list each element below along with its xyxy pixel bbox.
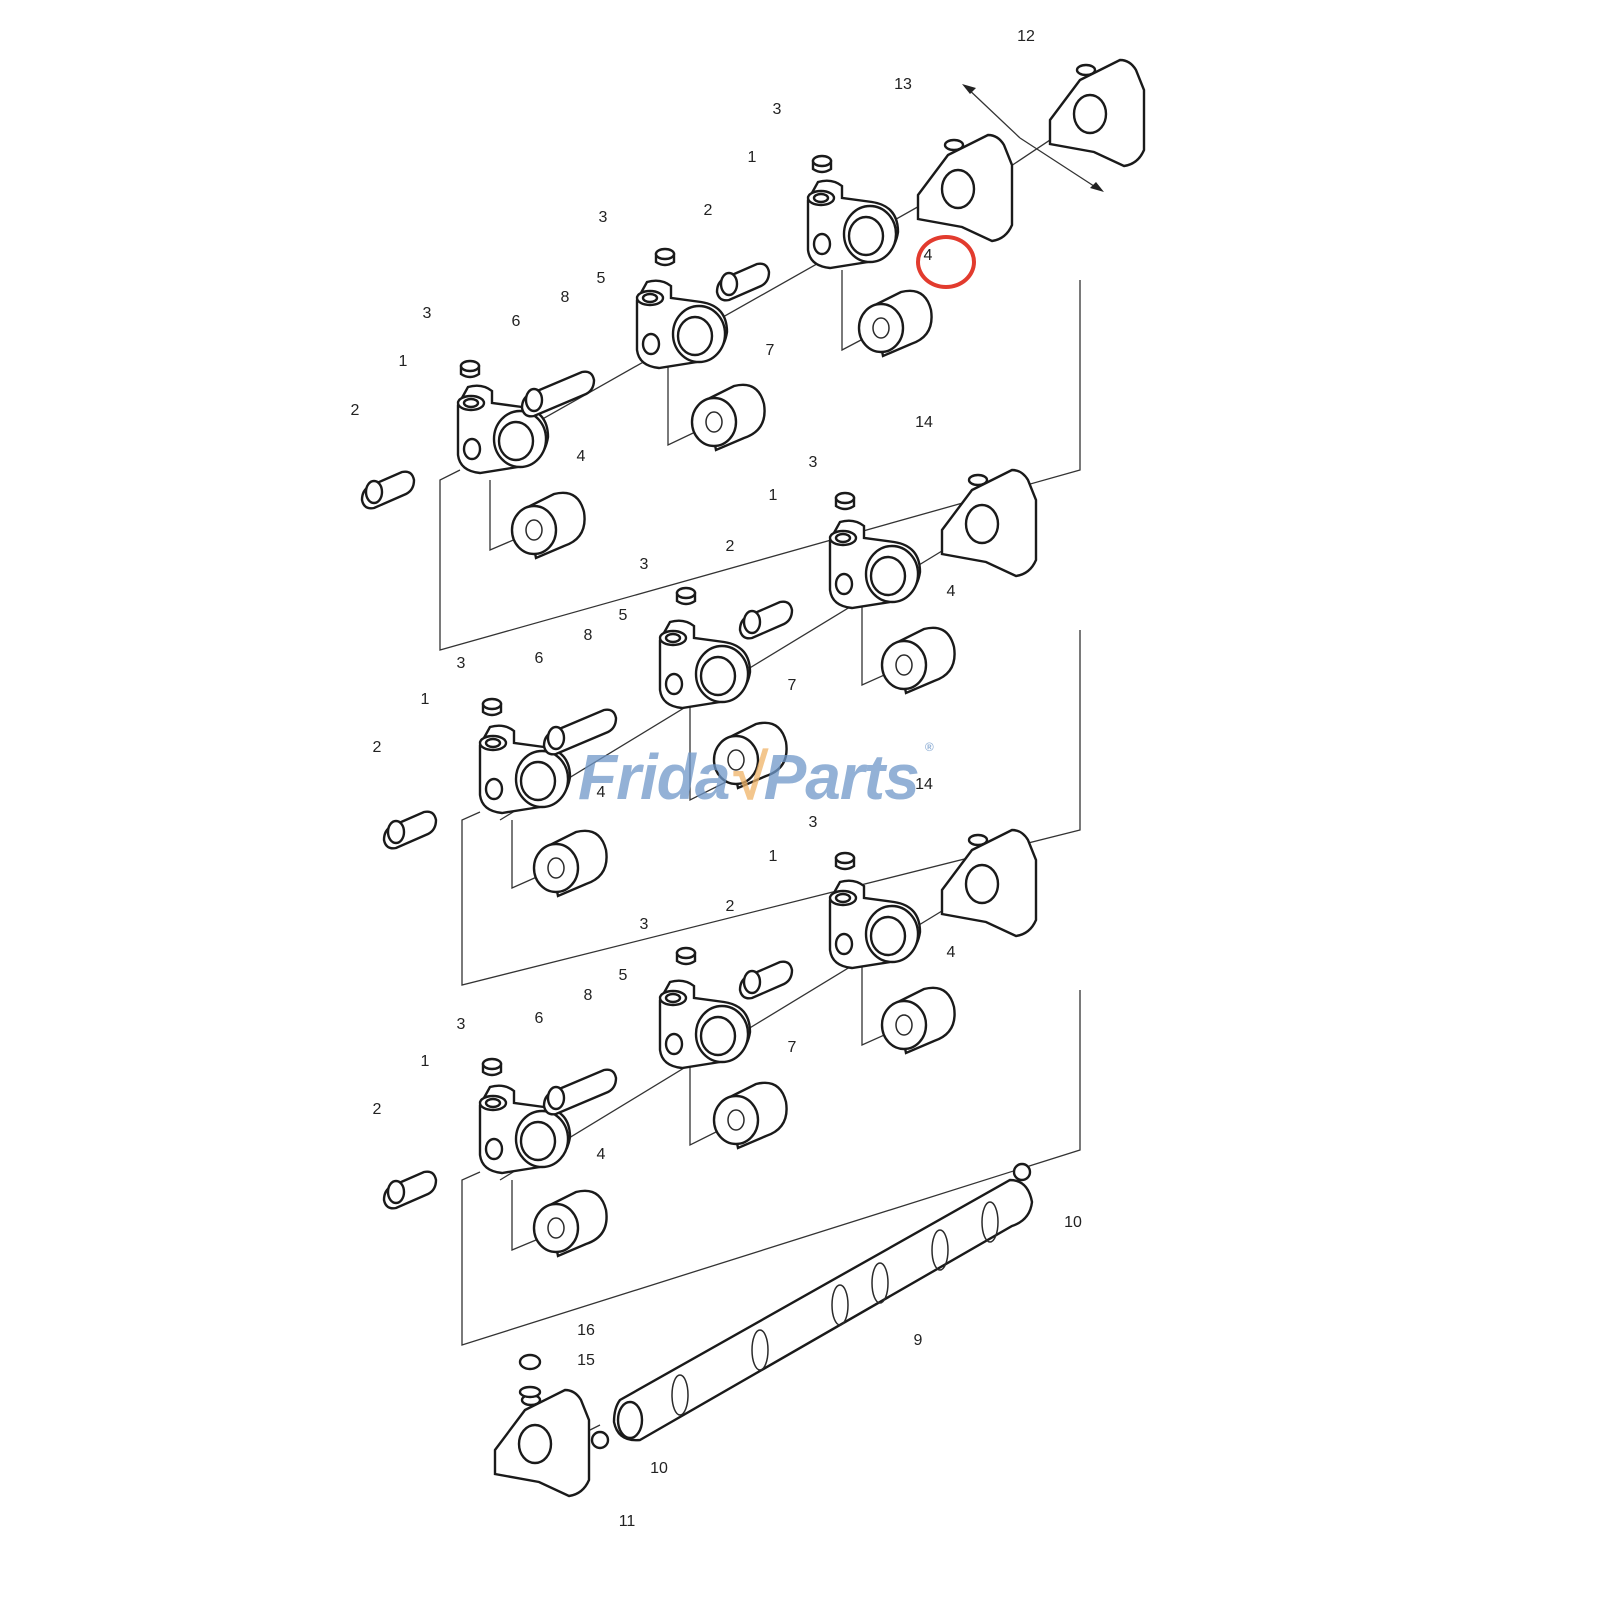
watermark-text-right: Parts <box>763 741 920 813</box>
highlight-circle-part-4 <box>916 235 976 289</box>
part-label-5: 5 <box>597 270 606 287</box>
part-label-9: 9 <box>914 1332 923 1349</box>
part-label-3: 3 <box>599 209 608 226</box>
part-label-10: 10 <box>1064 1214 1082 1231</box>
part-label-3: 3 <box>640 916 649 933</box>
part-label-2: 2 <box>726 538 735 555</box>
part-label-3: 3 <box>640 556 649 573</box>
part-label-8: 8 <box>584 627 593 644</box>
part-label-12: 12 <box>1017 28 1035 45</box>
part-label-4: 4 <box>577 448 586 465</box>
part-label-4: 4 <box>947 944 956 961</box>
part-label-3: 3 <box>457 1016 466 1033</box>
part-label-1: 1 <box>748 149 757 166</box>
part-label-15: 15 <box>577 1352 595 1369</box>
part-label-3: 3 <box>809 454 818 471</box>
part-label-8: 8 <box>584 987 593 1004</box>
watermark-text-left: Frida <box>578 741 730 813</box>
part-label-6: 6 <box>535 650 544 667</box>
part-label-5: 5 <box>619 607 628 624</box>
part-label-2: 2 <box>373 739 382 756</box>
part-label-1: 1 <box>399 353 408 370</box>
part-label-5: 5 <box>619 967 628 984</box>
part-label-2: 2 <box>351 402 360 419</box>
part-label-16: 16 <box>577 1322 595 1339</box>
registered-mark: ® <box>924 740 934 754</box>
part-label-1: 1 <box>769 487 778 504</box>
part-label-3: 3 <box>773 101 782 118</box>
part-label-8: 8 <box>561 289 570 306</box>
part-label-1: 1 <box>421 1053 430 1070</box>
part-label-7: 7 <box>766 342 775 359</box>
parts-shapes <box>360 58 1146 1498</box>
part-label-4: 4 <box>597 1146 606 1163</box>
part-label-4: 4 <box>947 583 956 600</box>
watermark-logo: Frida√Parts ® <box>578 740 934 814</box>
part-label-13: 13 <box>894 76 912 93</box>
part-label-7: 7 <box>788 1039 797 1056</box>
part-label-3: 3 <box>457 655 466 672</box>
part-label-7: 7 <box>788 677 797 694</box>
part-label-1: 1 <box>421 691 430 708</box>
part-label-11: 11 <box>619 1513 636 1530</box>
part-label-2: 2 <box>704 202 713 219</box>
part-label-6: 6 <box>512 313 521 330</box>
part-label-14: 14 <box>915 776 933 793</box>
part-label-3: 3 <box>423 305 432 322</box>
direction-arrows <box>962 84 1104 192</box>
part-label-1: 1 <box>769 848 778 865</box>
part-label-10: 10 <box>650 1460 668 1477</box>
part-label-14: 14 <box>915 414 933 431</box>
check-icon: √ <box>729 741 764 813</box>
part-label-2: 2 <box>726 898 735 915</box>
part-label-2: 2 <box>373 1101 382 1118</box>
part-label-3: 3 <box>809 814 818 831</box>
part-label-6: 6 <box>535 1010 544 1027</box>
part-label-4: 4 <box>597 784 606 801</box>
